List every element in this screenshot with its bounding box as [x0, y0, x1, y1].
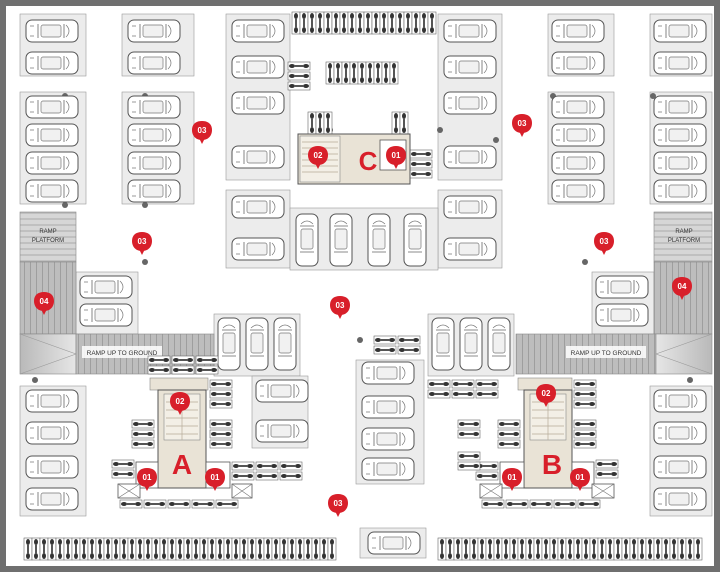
marker-b-01-right: 01	[570, 468, 590, 491]
marker-a-02: 02	[170, 392, 190, 415]
core-b-letter: B	[542, 449, 562, 480]
marker-03-top-left-label: 03	[198, 126, 207, 135]
marker-03-center-label: 03	[336, 301, 345, 310]
marker-03-top-right-label: 03	[518, 119, 527, 128]
marker-03-mid-left: 03	[132, 232, 152, 255]
ramp-platform-right-line1: RAMP	[675, 229, 692, 235]
marker-b-01-left-label: 01	[508, 473, 517, 482]
ramp-platform-left-line1: RAMP	[39, 229, 56, 235]
ramp-platform-right-line2: PLATFORM	[668, 238, 700, 244]
marker-a-01-left: 01	[137, 468, 157, 491]
marker-b-02: 02	[536, 384, 556, 407]
ramp-right: RAMP UP TO GROUND	[515, 333, 713, 375]
marker-a-01-right: 01	[205, 468, 225, 491]
ramp-platform-left: RAMP PLATFORM	[19, 211, 77, 335]
marker-c-02-label: 02	[314, 151, 323, 160]
marker-c-01: 01	[386, 146, 406, 169]
marker-03-top-left: 03	[192, 121, 212, 144]
marker-b-01-left: 01	[502, 468, 522, 491]
marker-b-01-right-label: 01	[576, 473, 585, 482]
marker-03-mid-left-label: 03	[138, 237, 147, 246]
core-c-letter: C	[359, 146, 378, 176]
marker-03-mid-right-label: 03	[600, 237, 609, 246]
marker-03-mid-right: 03	[594, 232, 614, 255]
marker-a-01-left-label: 01	[143, 473, 152, 482]
marker-a-02-label: 02	[176, 397, 185, 406]
core-a-letter: A	[172, 449, 192, 480]
marker-04-right: 04	[672, 277, 692, 300]
marker-03-center: 03	[330, 296, 350, 319]
marker-c-01-label: 01	[392, 151, 401, 160]
marker-04-left: 04	[34, 292, 54, 315]
ramp-left-label: RAMP UP TO GROUND	[87, 350, 158, 357]
marker-03-bottom-label: 03	[334, 499, 343, 508]
core-b: B	[479, 377, 615, 499]
ramp-right-label: RAMP UP TO GROUND	[571, 350, 642, 357]
ramp-platform-left-line2: PLATFORM	[32, 238, 64, 244]
marker-04-right-label: 04	[678, 282, 687, 291]
core-a: A	[117, 377, 253, 499]
marker-03-bottom: 03	[328, 494, 348, 517]
marker-a-01-right-label: 01	[211, 473, 220, 482]
ramp-platform-right: RAMP PLATFORM	[653, 211, 713, 335]
marker-c-02: 02	[308, 146, 328, 169]
marker-b-02-label: 02	[542, 389, 551, 398]
marker-04-left-label: 04	[40, 297, 49, 306]
marker-03-top-right: 03	[512, 114, 532, 137]
